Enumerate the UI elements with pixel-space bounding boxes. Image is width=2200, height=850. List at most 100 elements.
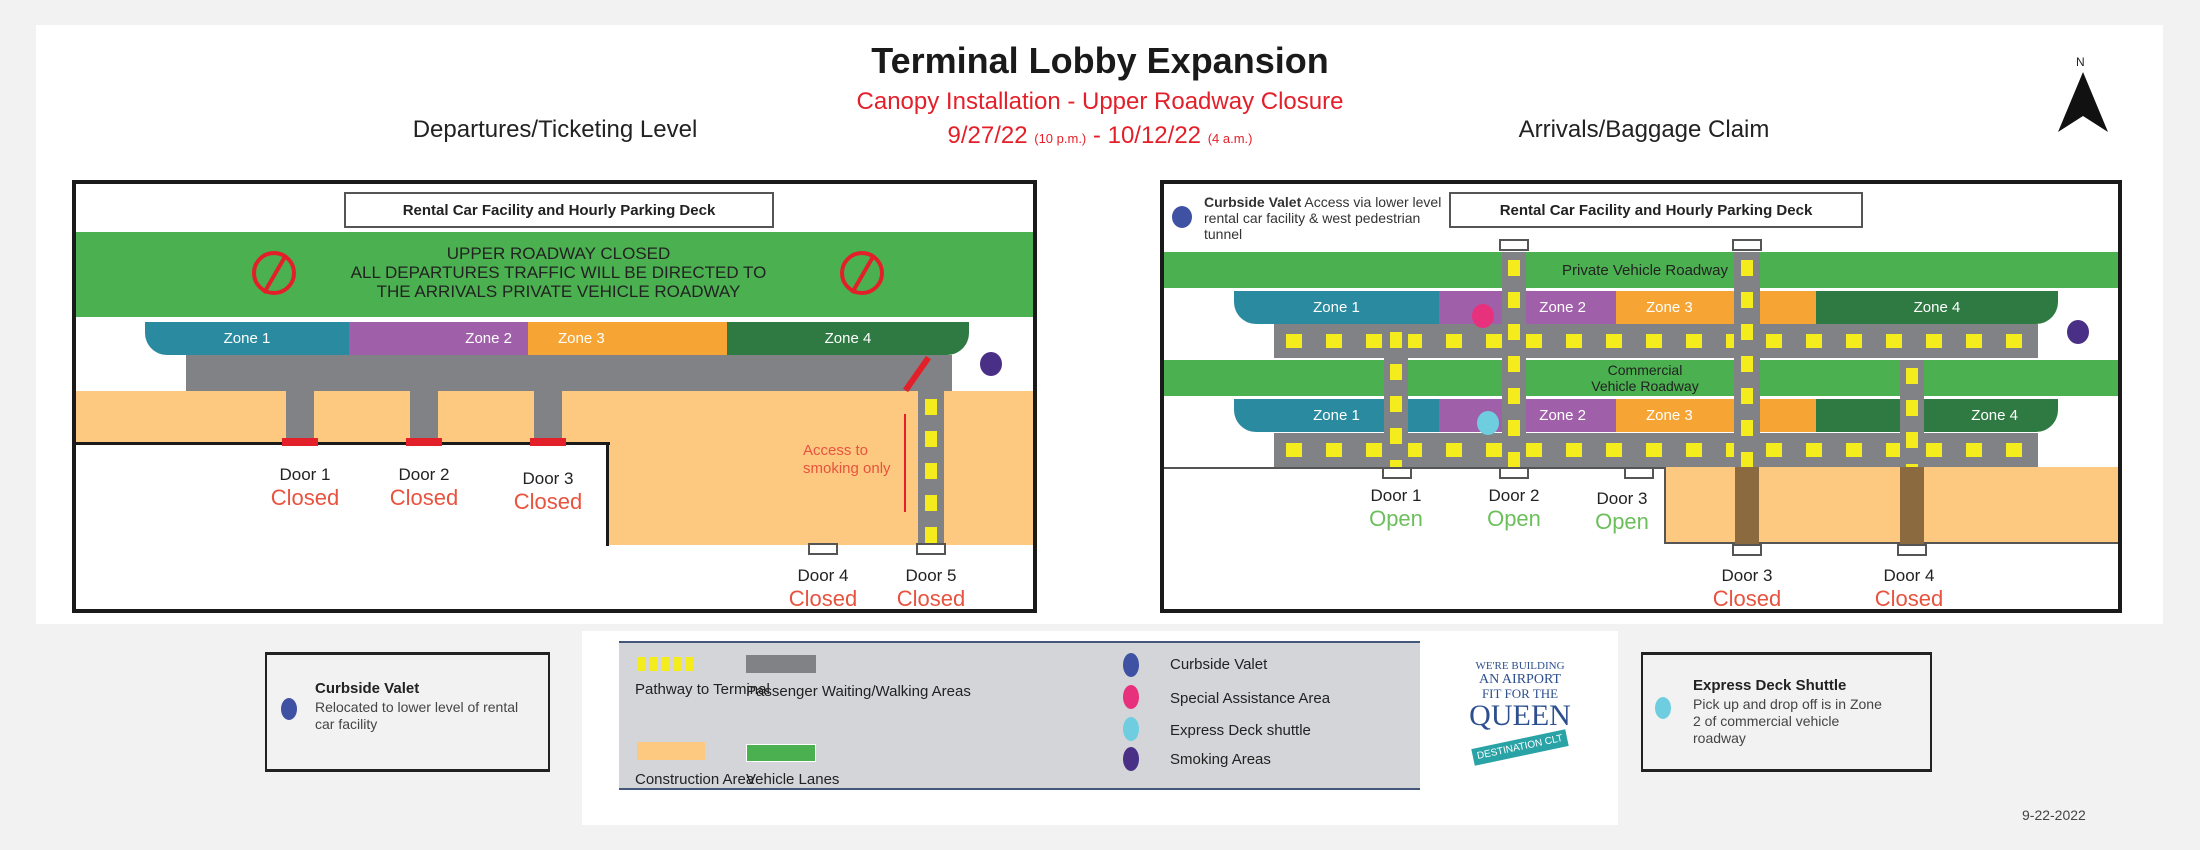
parking-deck-label: Rental Car Facility and Hourly Parking D… bbox=[344, 192, 774, 228]
departures-map: Rental Car Facility and Hourly Parking D… bbox=[72, 180, 1037, 613]
zone-2-commercial: Zone 2 bbox=[1439, 399, 1616, 432]
door-barrier bbox=[406, 438, 442, 446]
callout-title: Express Deck Shuttle bbox=[1693, 677, 1847, 694]
valet-title: Curbside Valet bbox=[1204, 194, 1302, 210]
zone-1-private: Zone 1 bbox=[1234, 291, 1439, 324]
pathway-to-terminal bbox=[1734, 252, 1760, 467]
door-status: Open bbox=[1369, 505, 1423, 531]
door-status: Closed bbox=[788, 585, 858, 611]
closure-dates: 9/27/22 (10 p.m.) - 10/12/22 (4 a.m.) bbox=[0, 122, 2200, 150]
road-label: Vehicle Roadway bbox=[1591, 378, 1699, 394]
door-1-marker bbox=[1382, 467, 1412, 479]
construction-area bbox=[606, 391, 1033, 545]
door-5-marker bbox=[916, 543, 946, 555]
zone-3-commercial: Zone 3 bbox=[1616, 399, 1816, 432]
arrivals-map: Curbside Valet Access via lower level re… bbox=[1160, 180, 2122, 613]
door-4-marker bbox=[1897, 544, 1927, 556]
door-name: Door 4 bbox=[1883, 566, 1935, 585]
zone-2-private: Zone 2 bbox=[1439, 291, 1616, 324]
construction-swatch bbox=[637, 742, 705, 760]
no-entry-icon bbox=[840, 251, 884, 295]
building-wall bbox=[606, 442, 609, 546]
north-arrow-icon bbox=[2058, 72, 2108, 132]
legend-construction: Construction Area bbox=[635, 771, 755, 788]
zone-1-commercial: Zone 1 bbox=[1234, 399, 1439, 432]
legend-smoking: Smoking Areas bbox=[1170, 751, 1271, 768]
door-status: Closed bbox=[270, 484, 340, 510]
page-title: Terminal Lobby Expansion bbox=[871, 40, 1329, 81]
closed-walkway bbox=[1900, 467, 1924, 544]
door-2-walkway bbox=[410, 391, 438, 443]
closure-line: UPPER ROADWAY CLOSED bbox=[446, 244, 671, 263]
smoking-area-dot bbox=[980, 352, 1002, 376]
departures-title: Departures/Ticketing Level bbox=[412, 116, 698, 143]
end-date: 10/12/22 bbox=[1107, 122, 1202, 149]
upper-roadway-closed: UPPER ROADWAY CLOSED ALL DEPARTURES TRAF… bbox=[76, 232, 1033, 317]
door-name: Door 3 bbox=[522, 469, 574, 488]
zone-2: Zone 2 bbox=[349, 322, 528, 355]
door-status: Closed bbox=[1712, 585, 1782, 611]
door-barrier bbox=[530, 438, 566, 446]
express-deck-shuttle-dot bbox=[1477, 411, 1499, 435]
assistance-dot-icon bbox=[1123, 685, 1139, 709]
arrivals-title: Arrivals/Baggage Claim bbox=[1518, 116, 1770, 143]
express-shuttle-callout: Express Deck Shuttle Pick up and drop of… bbox=[1641, 652, 1932, 772]
no-entry-icon bbox=[252, 251, 296, 295]
construction-area bbox=[1664, 467, 2118, 544]
valet-dot-icon bbox=[1123, 653, 1139, 677]
waiting-swatch bbox=[746, 655, 816, 673]
curbside-valet-dot bbox=[1172, 206, 1192, 228]
tunnel-door-marker bbox=[1732, 239, 1762, 251]
callout-title: Curbside Valet bbox=[315, 680, 420, 697]
door-name: Door 3 bbox=[1596, 489, 1648, 508]
legend-valet: Curbside Valet bbox=[1170, 656, 1268, 673]
parking-deck-label: Rental Car Facility and Hourly Parking D… bbox=[1449, 192, 1863, 228]
destination-clt-logo: WE'RE BUILDING AN AIRPORT FIT FOR THE QU… bbox=[1460, 660, 1580, 766]
special-assistance-dot bbox=[1472, 304, 1494, 328]
pathway-to-terminal bbox=[1502, 252, 1526, 467]
door-name: Door 4 bbox=[797, 566, 849, 585]
walking-area bbox=[186, 355, 952, 391]
door-2-marker bbox=[1499, 467, 1529, 479]
door-3-walkway bbox=[534, 391, 562, 443]
legend-lanes: Vehicle Lanes bbox=[746, 771, 840, 788]
smoking-dot-icon bbox=[1123, 747, 1139, 771]
door-4-marker bbox=[808, 543, 838, 555]
door-name: Door 3 bbox=[1721, 566, 1773, 585]
zone-4-commercial: Zone 4 bbox=[1816, 399, 2058, 432]
legend-pathway: Pathway to Terminal bbox=[635, 681, 770, 698]
door-1-walkway bbox=[286, 391, 314, 443]
lanes-swatch bbox=[746, 744, 816, 762]
zone-4: Zone 4 bbox=[727, 322, 969, 355]
door-name: Door 2 bbox=[1488, 486, 1540, 505]
door-name: Door 5 bbox=[905, 566, 957, 585]
zone-4-private: Zone 4 bbox=[1816, 291, 2058, 324]
start-date: 9/27/22 bbox=[947, 122, 1028, 149]
curbside-valet-note: Curbside Valet Access via lower level re… bbox=[1204, 194, 1449, 242]
logo-text: AN AIRPORT bbox=[1478, 672, 1561, 687]
door-status: Open bbox=[1487, 505, 1541, 531]
logo-text: QUEEN bbox=[1469, 699, 1571, 732]
legend-shuttle: Express Deck shuttle bbox=[1170, 722, 1311, 739]
door-status: Closed bbox=[1874, 585, 1944, 611]
valet-text: Access via lower level rental car facili… bbox=[1204, 194, 1442, 242]
door-barrier bbox=[282, 438, 318, 446]
smoking-area-dot bbox=[2067, 320, 2089, 344]
door-status: Closed bbox=[513, 488, 583, 514]
end-time: (4 a.m.) bbox=[1207, 131, 1253, 146]
north-label: N bbox=[2076, 55, 2085, 69]
zone-3-private: Zone 3 bbox=[1616, 291, 1816, 324]
callout-text: Pick up and drop off is in Zone 2 of com… bbox=[1693, 696, 1882, 746]
zone-3: Zone 3 bbox=[528, 322, 727, 355]
pathway-to-terminal bbox=[1384, 324, 1408, 467]
page-subtitle: Canopy Installation - Upper Roadway Clos… bbox=[856, 88, 1344, 115]
pathway-to-terminal bbox=[918, 391, 944, 546]
closure-line: THE ARRIVALS PRIVATE VEHICLE ROADWAY bbox=[376, 282, 741, 301]
door-name: Door 1 bbox=[279, 465, 331, 484]
